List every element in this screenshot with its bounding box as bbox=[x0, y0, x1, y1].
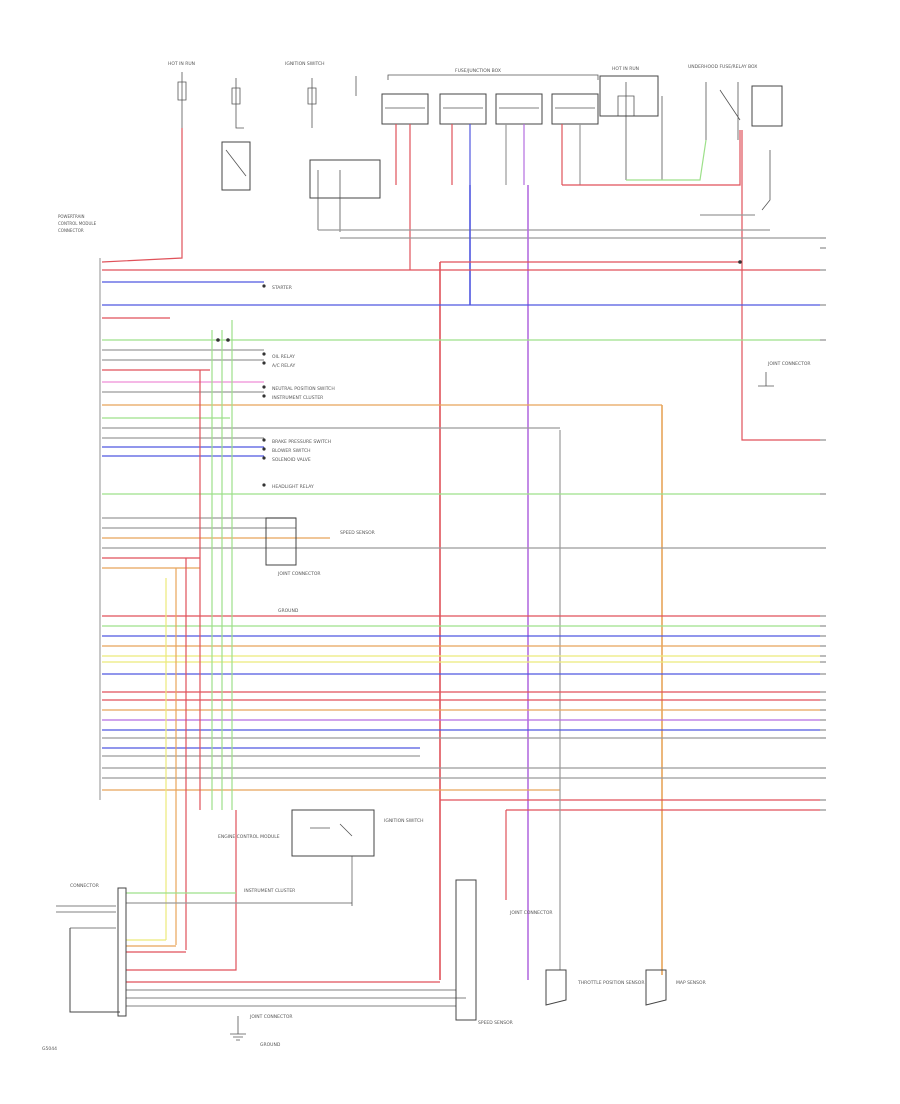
wire-73 bbox=[126, 810, 237, 971]
joint-connector-b-label: JOINT CONNECTOR bbox=[767, 361, 811, 367]
diagram-id: G5044 bbox=[42, 1046, 57, 1052]
harness-label-3: CONNECTOR bbox=[58, 228, 84, 233]
ignition-relay-box bbox=[309, 159, 381, 199]
solenoid-valve-label: SOLENOID VALVE bbox=[272, 457, 311, 463]
harness-label-1: POWERTRAIN bbox=[58, 214, 85, 219]
neutral-sw-label: NEUTRAL POSITION SWITCH bbox=[272, 386, 335, 392]
speed-sensor-bottom-label: SPEED SENSOR bbox=[478, 1020, 513, 1026]
connector-left-label: CONNECTOR bbox=[70, 883, 99, 889]
ground-symbol bbox=[230, 1016, 246, 1041]
fuse-box-2 bbox=[439, 93, 487, 125]
instrument-cluster-bottom-label: INSTRUMENT CLUSTER bbox=[244, 888, 295, 894]
ignition-switch-label: IGNITION SWITCH bbox=[285, 61, 325, 67]
oil-relay-label: OIL RELAY bbox=[272, 354, 295, 360]
blower-switch-label: BLOWER SWITCH bbox=[272, 448, 310, 454]
top-components: FUSE/JUNCTION BOX HOT IN RUN HOT IN RUN … bbox=[168, 61, 783, 232]
harness-connector: POWERTRAIN CONTROL MODULE CONNECTOR bbox=[58, 214, 101, 800]
fuse-box-1 bbox=[381, 93, 429, 125]
mid-labels: STARTER OIL RELAY A/C RELAY NEUTRAL POSI… bbox=[216, 260, 811, 614]
ground-bottom-label: JOINT CONNECTOR bbox=[249, 1014, 293, 1020]
ground-bottom-label-2: GROUND bbox=[260, 1042, 281, 1048]
ecm-label: ENGINE CONTROL MODULE bbox=[218, 834, 280, 840]
hot-in-run-left-label: HOT IN RUN bbox=[168, 61, 195, 67]
fuse-junction-bracket bbox=[387, 74, 599, 80]
wire-10 bbox=[562, 130, 741, 186]
wire-12 bbox=[741, 130, 820, 441]
ignition-switch-bottom-label: IGNITION SWITCH bbox=[384, 818, 424, 824]
ground-label-mid: GROUND bbox=[278, 608, 299, 614]
starter-label: STARTER bbox=[272, 285, 292, 291]
brake-pressure-label: BRAKE PRESSURE SWITCH bbox=[272, 439, 331, 445]
relay-block bbox=[221, 141, 251, 191]
harness-label-2: CONTROL MODULE bbox=[58, 221, 97, 226]
bottom-components: IGNITION SWITCH ENGINE CONTROL MODULE CO… bbox=[42, 809, 706, 1052]
instrument-cluster-label: INSTRUMENT CLUSTER bbox=[272, 395, 323, 401]
joint-connector-a-label: JOINT CONNECTOR bbox=[277, 571, 321, 577]
map-sensor-label: MAP SENSOR bbox=[676, 980, 706, 986]
fuse-junction-label: FUSE/JUNCTION BOX bbox=[455, 68, 501, 74]
wire-1 bbox=[101, 128, 183, 263]
left-connector-block bbox=[117, 887, 127, 1017]
wire-layer bbox=[56, 124, 826, 1007]
underhood-fuse-label: UNDERHOOD FUSE/RELAY BOX bbox=[688, 64, 757, 70]
ignition-switch-bottom bbox=[291, 809, 375, 857]
throttle-sensor-label: THROTTLE POSITION SENSOR bbox=[577, 980, 644, 986]
sensor-connector-block bbox=[455, 879, 477, 1021]
underhood-relay-box bbox=[751, 85, 783, 127]
throttle-sensor-box bbox=[545, 969, 567, 1006]
map-sensor-box bbox=[645, 969, 667, 1006]
right-fuse-box bbox=[599, 75, 659, 117]
headlight-relay-label: HEADLIGHT RELAY bbox=[272, 484, 314, 490]
hot-in-run-right-label: HOT IN RUN bbox=[612, 66, 639, 72]
speed-sensor-label: SPEED SENSOR bbox=[340, 530, 375, 536]
wire-11 bbox=[626, 139, 707, 181]
ac-relay-label: A/C RELAY bbox=[272, 363, 295, 369]
joint-connector-c-label: JOINT CONNECTOR bbox=[509, 910, 553, 916]
fuse-box-3 bbox=[495, 93, 543, 125]
fuse-box-4 bbox=[551, 93, 599, 125]
joint-connector-box bbox=[265, 517, 297, 566]
